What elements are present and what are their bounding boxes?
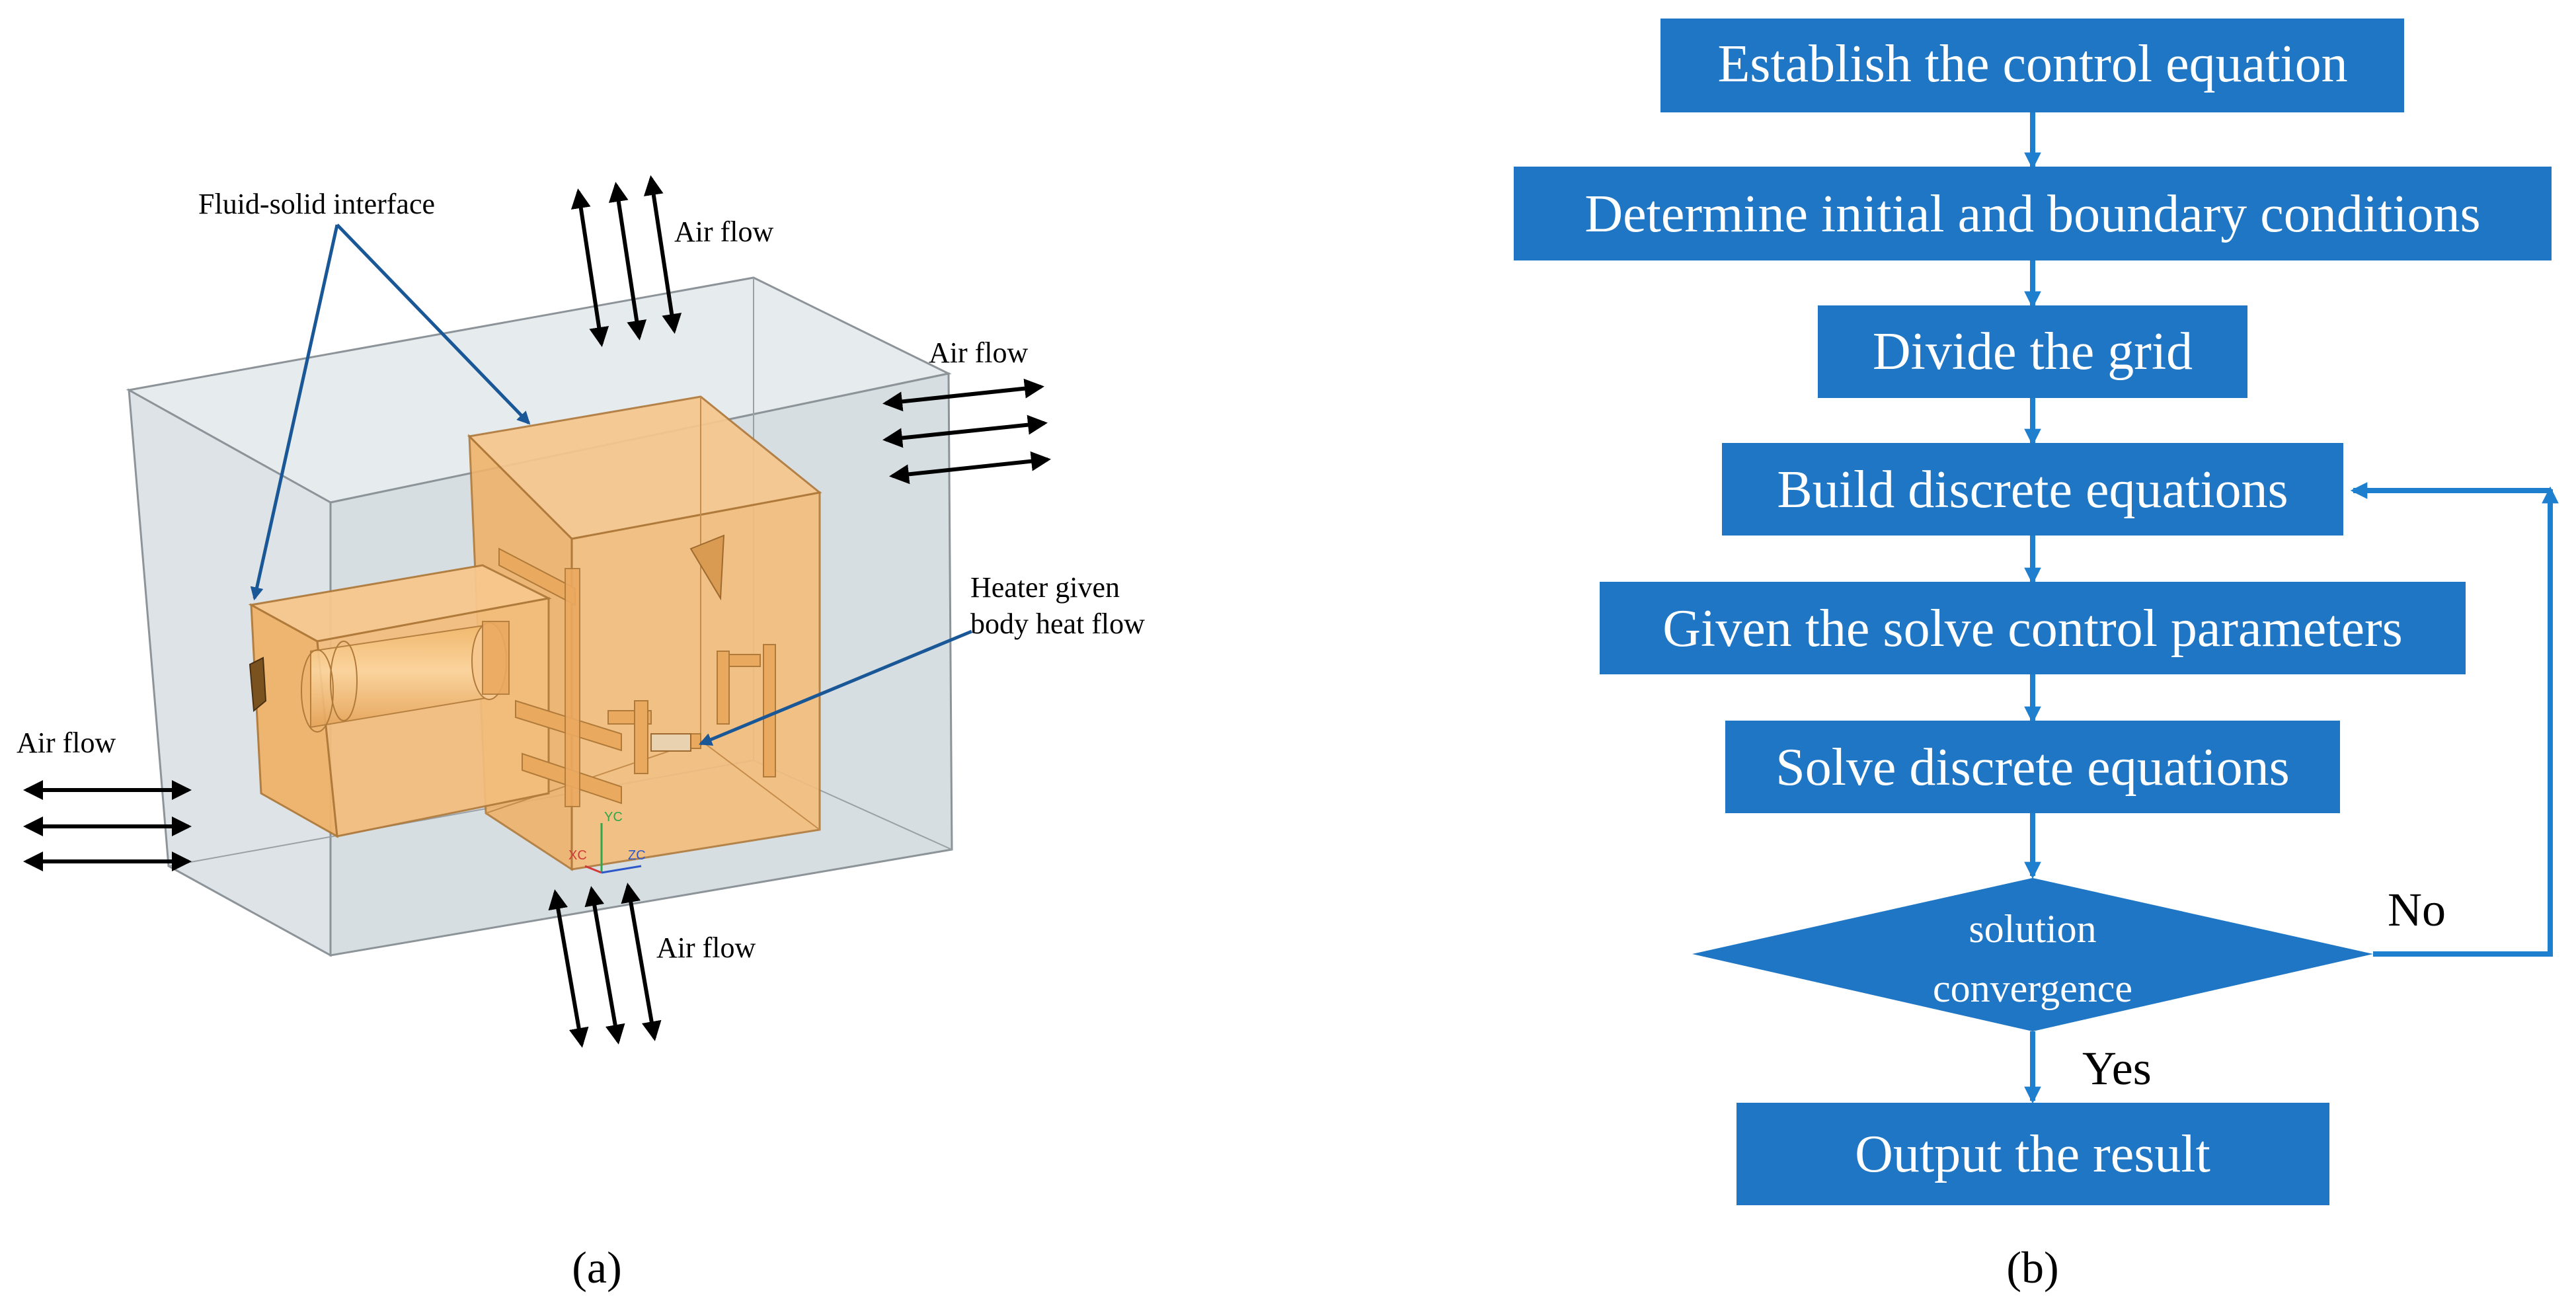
flow-step-4: Build discrete equations: [1722, 443, 2343, 536]
step-3-label: Divide the grid: [1873, 323, 2193, 381]
decision-line1: solution: [1969, 907, 2096, 951]
decision-convergence: solution convergence: [1692, 878, 2373, 1031]
air-flow-arrows-left: [23, 780, 192, 871]
step-1-label: Establish the control equation: [1717, 35, 2347, 93]
axis-label-x: XC: [568, 848, 587, 863]
flow-step-2: Determine initial and boundary condition…: [1514, 167, 2552, 260]
flow-step-1: Establish the control equation: [1660, 19, 2404, 112]
label-yes: Yes: [2082, 1042, 2152, 1095]
caption-a: (a): [572, 1242, 621, 1292]
output-label: Output the result: [1855, 1125, 2210, 1183]
label-air-flow-left: Air flow: [17, 727, 116, 759]
air-flow-arrows-right: [882, 378, 1051, 485]
flow-step-5: Given the solve control parameters: [1600, 582, 2466, 674]
heater-element: [650, 733, 691, 752]
label-fluid-solid-interface: Fluid-solid interface: [198, 188, 435, 220]
label-air-flow-right: Air flow: [929, 337, 1029, 369]
panel-a-model: YC XC ZC: [17, 175, 1145, 1292]
air-flow-arrows-top: [570, 175, 682, 347]
pointer-lines: [250, 223, 972, 746]
panel-b-flowchart: Establish the control equation Determine…: [1514, 19, 2559, 1292]
solid-block-small: [248, 547, 622, 838]
step-2-label: Determine initial and boundary condition…: [1584, 185, 2480, 243]
axis-label-z: ZC: [628, 848, 646, 863]
label-heater-line1: Heater given: [970, 571, 1120, 604]
axis-label-y: YC: [604, 810, 623, 824]
decision-line2: convergence: [1933, 967, 2132, 1010]
flow-connectors: [2024, 112, 2559, 1104]
flow-step-3: Divide the grid: [1818, 305, 2247, 398]
caption-b: (b): [2006, 1242, 2058, 1292]
label-no: No: [2388, 883, 2446, 936]
step-4-label: Build discrete equations: [1777, 461, 2288, 519]
flow-step-6: Solve discrete equations: [1725, 721, 2340, 813]
label-air-flow-top: Air flow: [674, 216, 774, 248]
coordinate-triad: YC XC ZC: [568, 810, 646, 874]
air-flow-arrows-bottom: [548, 883, 662, 1048]
label-heater-line2: body heat flow: [970, 608, 1145, 640]
label-air-flow-bottom: Air flow: [656, 932, 756, 964]
step-5-label: Given the solve control parameters: [1662, 600, 2403, 658]
step-6-label: Solve discrete equations: [1776, 738, 2290, 797]
flow-output: Output the result: [1737, 1103, 2329, 1205]
